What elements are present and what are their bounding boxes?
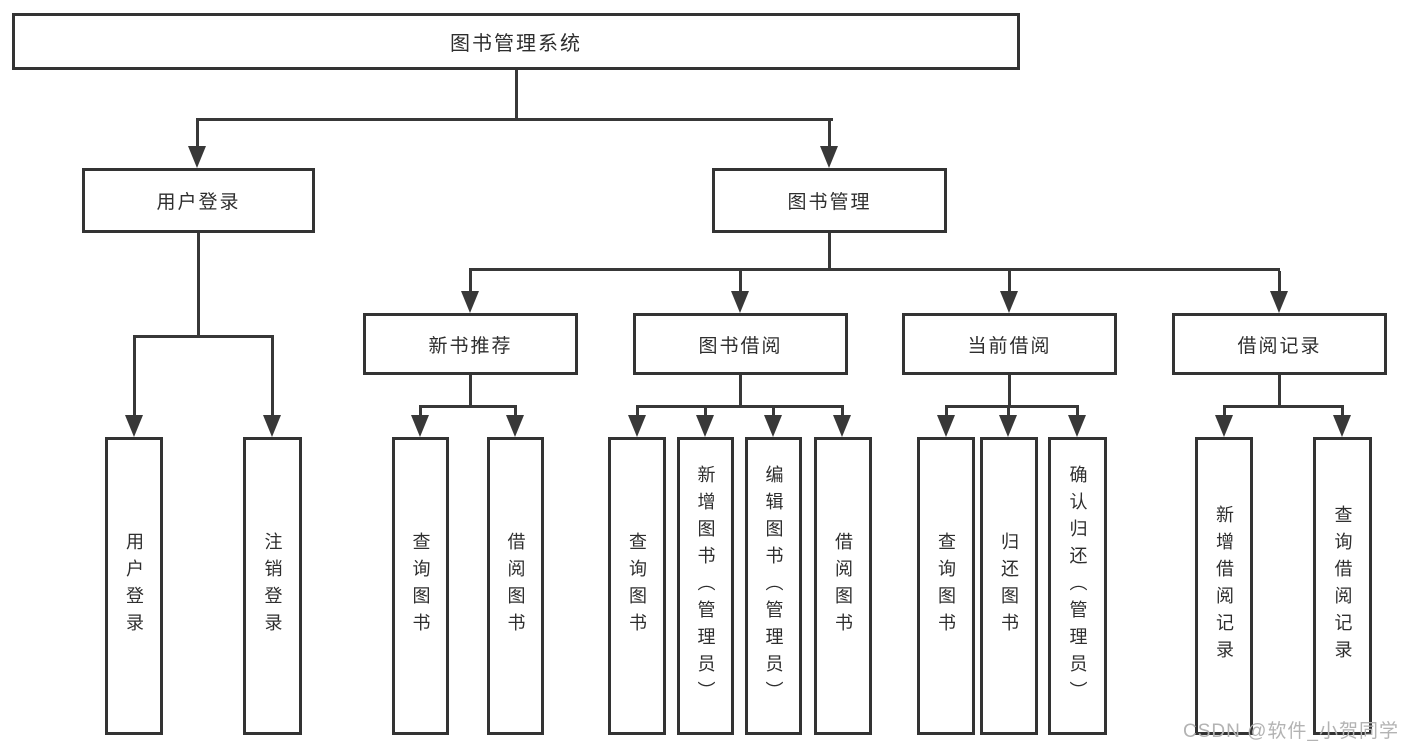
node-borrowing-records: 借阅记录 (1172, 313, 1387, 375)
arrowhead-borrow-records (1270, 291, 1288, 313)
connector-stem (772, 408, 775, 418)
arrowhead-book-borrow (731, 291, 749, 313)
node-leaf-edit-book-admin: 编辑图书（管理员） (745, 437, 802, 735)
connector-stem (636, 408, 639, 418)
arrowhead (506, 415, 524, 437)
connector-book-borrow-stem (739, 271, 742, 296)
node-book-management: 图书管理 (712, 168, 947, 233)
connector-book-mgmt-stem (828, 121, 831, 151)
connector-stem (841, 408, 844, 418)
connector-user-login-down (197, 233, 200, 337)
node-new-book-recommendation: 新书推荐 (363, 313, 578, 375)
node-leaf-return-books: 归还图书 (980, 437, 1038, 735)
arrowhead (999, 415, 1017, 437)
node-leaf-query-books-current: 查询图书 (917, 437, 975, 735)
arrowhead (411, 415, 429, 437)
node-leaf-borrow-books: 借阅图书 (814, 437, 872, 735)
connector-stem (514, 408, 517, 418)
arrowhead-book-mgmt (820, 146, 838, 168)
connector-current-borrow-rail (945, 405, 1079, 408)
connector-borrow-records-stem (1278, 271, 1281, 296)
connector-new-book-down (469, 375, 472, 407)
arrowhead-user-login (188, 146, 206, 168)
arrowhead (1333, 415, 1351, 437)
node-leaf-query-books-borrow: 查询图书 (608, 437, 666, 735)
connector-user-login-stem (196, 121, 199, 151)
arrowhead (833, 415, 851, 437)
node-leaf-logout: 注销登录 (243, 437, 302, 735)
node-leaf-confirm-return-admin: 确认归还（管理员） (1048, 437, 1107, 735)
node-leaf-query-books-recommend: 查询图书 (392, 437, 449, 735)
connector-stem (1076, 408, 1079, 418)
node-user-login: 用户登录 (82, 168, 315, 233)
connector-stem (1341, 408, 1344, 418)
node-leaf-query-borrow-record: 查询借阅记录 (1313, 437, 1372, 735)
arrowhead-new-book (461, 291, 479, 313)
watermark: CSDN @软件_小贺同学 (1183, 721, 1399, 742)
connector-login-stem (133, 338, 136, 418)
connector-stem (945, 408, 948, 418)
arrowhead-login (125, 415, 143, 437)
arrowhead (764, 415, 782, 437)
node-leaf-add-borrow-record: 新增借阅记录 (1195, 437, 1253, 735)
node-book-borrowing: 图书借阅 (633, 313, 848, 375)
connector-root-stem (515, 70, 518, 120)
connector-user-login-rail (133, 335, 274, 338)
arrowhead (628, 415, 646, 437)
connector-book-borrow-rail (636, 405, 844, 408)
node-leaf-add-book-admin: 新增图书（管理员） (677, 437, 734, 735)
connector-stem (419, 408, 422, 418)
connector-current-borrow-stem (1008, 271, 1011, 296)
connector-level1-rail (196, 118, 833, 121)
arrowhead (1215, 415, 1233, 437)
arrowhead (696, 415, 714, 437)
connector-book-mgmt-down (828, 233, 831, 270)
connector-logout-stem (271, 338, 274, 418)
arrowhead-logout (263, 415, 281, 437)
connector-level2-rail (469, 268, 1280, 271)
node-current-borrowing: 当前借阅 (902, 313, 1117, 375)
arrowhead (937, 415, 955, 437)
connector-stem (1223, 408, 1226, 418)
arrowhead-current-borrow (1000, 291, 1018, 313)
arrowhead (1068, 415, 1086, 437)
connector-new-book-rail (419, 405, 517, 408)
connector-borrow-records-down (1278, 375, 1281, 407)
connector-borrow-records-rail (1223, 405, 1344, 408)
connector-stem (1007, 408, 1010, 418)
node-leaf-borrow-books-recommend: 借阅图书 (487, 437, 544, 735)
connector-book-borrow-down (739, 375, 742, 407)
node-leaf-user-login: 用户登录 (105, 437, 163, 735)
connector-stem (704, 408, 707, 418)
connector-new-book-stem (469, 271, 472, 296)
node-root: 图书管理系统 (12, 13, 1020, 70)
connector-current-borrow-down (1008, 375, 1011, 407)
